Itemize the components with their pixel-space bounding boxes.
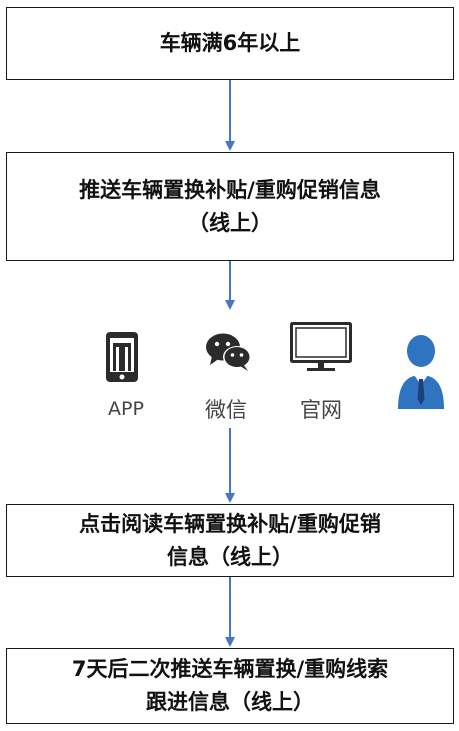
- step-3-text-line1: 点击阅读车辆置换补贴/重购促销: [79, 511, 381, 536]
- channel-label-app: APP: [108, 398, 144, 420]
- step-box-4: 7天后二次推送车辆置换/重购线索 跟进信息（线上）: [6, 648, 454, 724]
- step-4-text-line1: 7天后二次推送车辆置换/重购线索: [71, 657, 389, 681]
- step-3-text-line2: 信息（线上）: [167, 544, 293, 569]
- step-1-text: 车辆满6年以上: [159, 31, 301, 55]
- wechat-icon: [206, 333, 251, 371]
- monitor-icon: [290, 322, 352, 371]
- step-2-text-line1: 推送车辆置换补贴/重购促销信息: [79, 177, 381, 202]
- channel-label-website: 官网: [300, 398, 342, 422]
- phone-icon: [106, 332, 138, 382]
- channel-label-wechat: 微信: [205, 398, 247, 422]
- step-box-1: 车辆满6年以上: [6, 7, 454, 80]
- step-2-text-line2: （线上）: [188, 210, 272, 235]
- step-box-3: 点击阅读车辆置换补贴/重购促销 信息（线上）: [6, 504, 454, 577]
- step-box-2: 推送车辆置换补贴/重购促销信息 （线上）: [6, 152, 454, 261]
- step-4-text-line2: 跟进信息（线上）: [146, 690, 314, 714]
- salesperson-icon: [398, 335, 444, 409]
